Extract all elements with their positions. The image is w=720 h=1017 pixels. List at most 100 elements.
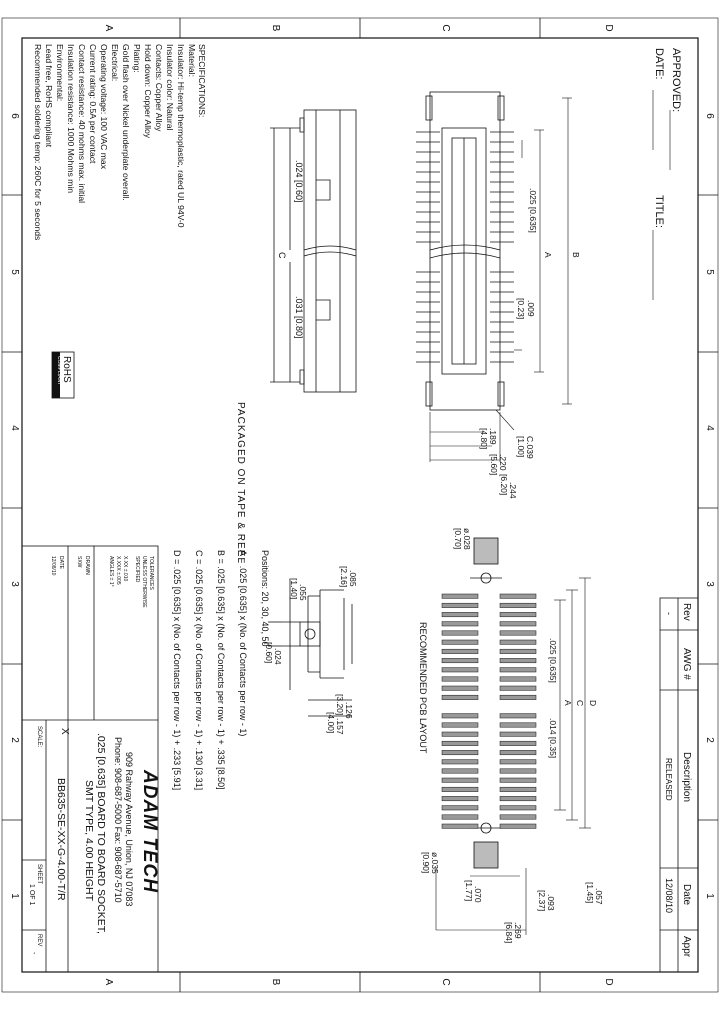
- end-view-dims: .085 [2.16] .055 [1.40] .024 [0.60] .126…: [264, 566, 358, 735]
- top-view: [425, 91, 505, 411]
- pcb-pad: [441, 777, 479, 783]
- pcb-pad: [441, 731, 479, 737]
- date-header: Date: [681, 884, 692, 906]
- dim-side-024: .024 [0.60]: [294, 160, 304, 203]
- company-phone: Phone: 908-687-5000 Fax: 908-687-5710: [113, 737, 123, 903]
- rohs-subtext: COMPLIANT: [56, 356, 62, 385]
- spec-line: Lead free, RoHS compliant: [44, 44, 54, 148]
- approved-label: APPROVED:: [670, 48, 682, 112]
- pcb-dim-lines: [435, 577, 591, 935]
- pcb-pad: [499, 667, 537, 673]
- packaging-note: PACKAGED ON TAPE & REEL: [235, 402, 246, 564]
- pcb-pad: [441, 796, 479, 802]
- pcb-pad: [441, 630, 479, 636]
- pcb-pad: [499, 786, 537, 792]
- part-number: BB635-SE-XX-G-4.00-T/R: [55, 778, 67, 901]
- pcb-pad: [499, 630, 537, 636]
- dim-top-480: [4.80]: [479, 428, 489, 449]
- zone-letters: A B C D A B C D: [103, 24, 614, 985]
- dim-end-216: [2.16]: [339, 566, 349, 587]
- dim-pcb-269: .269: [513, 922, 523, 939]
- sheet-value: 1 OF 1: [28, 884, 35, 906]
- dim-pcb-a: A: [563, 700, 573, 706]
- pcb-layout-title: RECOMMENDED PCB LAYOUT: [418, 622, 428, 754]
- pcb-pad: [499, 768, 537, 774]
- dim-pcb-177: [1.77]: [464, 880, 474, 901]
- positions-header: Positions: 20, 30, 40, 50: [260, 550, 270, 647]
- drawn-value: SXW: [76, 556, 82, 568]
- pcb-pad: [499, 740, 537, 746]
- dim-pcb-145: [1.45]: [585, 882, 595, 903]
- drawing-title-line2: SMT TYPE, 4.00 HEIGHT: [83, 780, 95, 902]
- dim-pcb-c: C: [575, 700, 585, 706]
- dim-top-c039: C.039: [525, 436, 535, 459]
- tolerance-line: UNLESS OTHERWISE: [141, 556, 147, 608]
- pcb-pad: [499, 796, 537, 802]
- pcb-pad: [441, 805, 479, 811]
- zone-letter-b-bottom: B: [270, 979, 281, 986]
- dim-pcb-090: [0.90]: [421, 852, 431, 873]
- dim-top-009: .009: [526, 300, 536, 317]
- pcb-pad: [499, 814, 537, 820]
- dim-pcb-093: .093: [546, 894, 556, 911]
- side-view: [270, 109, 357, 393]
- pcb-pad: [499, 612, 537, 618]
- pcb-pad: [441, 713, 479, 719]
- dim-end-126: .126: [344, 702, 354, 719]
- dim-side-031: .031 [0.80]: [294, 296, 304, 339]
- dim-pcb-o028: ø.028: [462, 528, 472, 550]
- pcb-pad: [441, 685, 479, 691]
- zone-number-1-right: 1: [704, 893, 715, 899]
- tolerance-block: TOLERANCES UNLESS OTHERWISE SPECIFIED X.…: [50, 556, 154, 608]
- dim-pcb-pitch: .025 [0.635]: [548, 638, 558, 683]
- drawing-title-line1: .025 [0.635] BOARD TO BOARD SOCKET,: [95, 733, 107, 934]
- zone-number-3-right: 3: [704, 581, 715, 587]
- pcb-pad: [441, 658, 479, 664]
- zone-letter-c-bottom: C: [440, 978, 451, 985]
- tolerance-line: X.XX ±.010: [122, 556, 128, 581]
- pcb-pad: [499, 713, 537, 719]
- pcb-pad: [441, 823, 479, 829]
- rohs-badge: RoHS COMPLIANT: [51, 351, 75, 399]
- dim-end-320: [3.20]: [335, 694, 345, 715]
- top-view-pins: [416, 131, 514, 363]
- dim-pcb-070: [0.70]: [453, 528, 463, 549]
- dim-top-b: B: [571, 252, 581, 258]
- pcb-pad: [441, 602, 479, 608]
- dim-end-085: .085: [348, 570, 358, 587]
- tb-date-label: DATE: [58, 556, 64, 570]
- rev-value: -: [664, 612, 674, 615]
- title-label: TITLE:: [653, 195, 665, 228]
- awg-header: AWG #: [681, 648, 692, 680]
- zone-letter-c-top: C: [440, 24, 451, 31]
- company-address: 909 Rahway Avenue, Union, NJ 07083: [124, 752, 134, 906]
- zone-number-2-left: 2: [9, 737, 20, 743]
- spec-line: Environmental:: [55, 44, 65, 101]
- dim-top-189: .189: [488, 428, 498, 445]
- dim-end-140: [1.40]: [289, 578, 299, 599]
- zone-number-6-left: 6: [9, 113, 20, 119]
- title-block-frame: [21, 545, 159, 973]
- pcb-pad: [441, 722, 479, 728]
- spec-line: Current rating: 0.5A per contact: [88, 44, 98, 164]
- description-header: Description: [681, 752, 692, 802]
- pcb-pad: [441, 759, 479, 765]
- spec-line: Insulation resistance: 1000 Mohms min: [66, 44, 76, 193]
- tolerance-line: X.XXX ±.005: [115, 556, 121, 585]
- pcb-layout: [470, 537, 502, 869]
- pcb-pad: [499, 759, 537, 765]
- pcb-pad: [441, 621, 479, 627]
- dim-pcb-d: D: [588, 700, 598, 706]
- zone-number-3-left: 3: [9, 581, 20, 587]
- date-label: DATE:: [653, 48, 665, 80]
- pcb-pad: [441, 740, 479, 746]
- side-view-dims: .024 [0.60] C .031 [0.80]: [277, 160, 304, 339]
- dim-top-023: [0.23]: [516, 298, 526, 319]
- dim-top-560: [5.60]: [489, 454, 499, 475]
- spec-line: Plating:: [132, 44, 142, 73]
- pcb-pad: [441, 694, 479, 700]
- pcb-pad: [441, 768, 479, 774]
- pcb-pad: [499, 602, 537, 608]
- spec-line: Hold down: Copper Alloy: [143, 44, 153, 139]
- dim-pcb-o035: ø.035: [430, 852, 440, 874]
